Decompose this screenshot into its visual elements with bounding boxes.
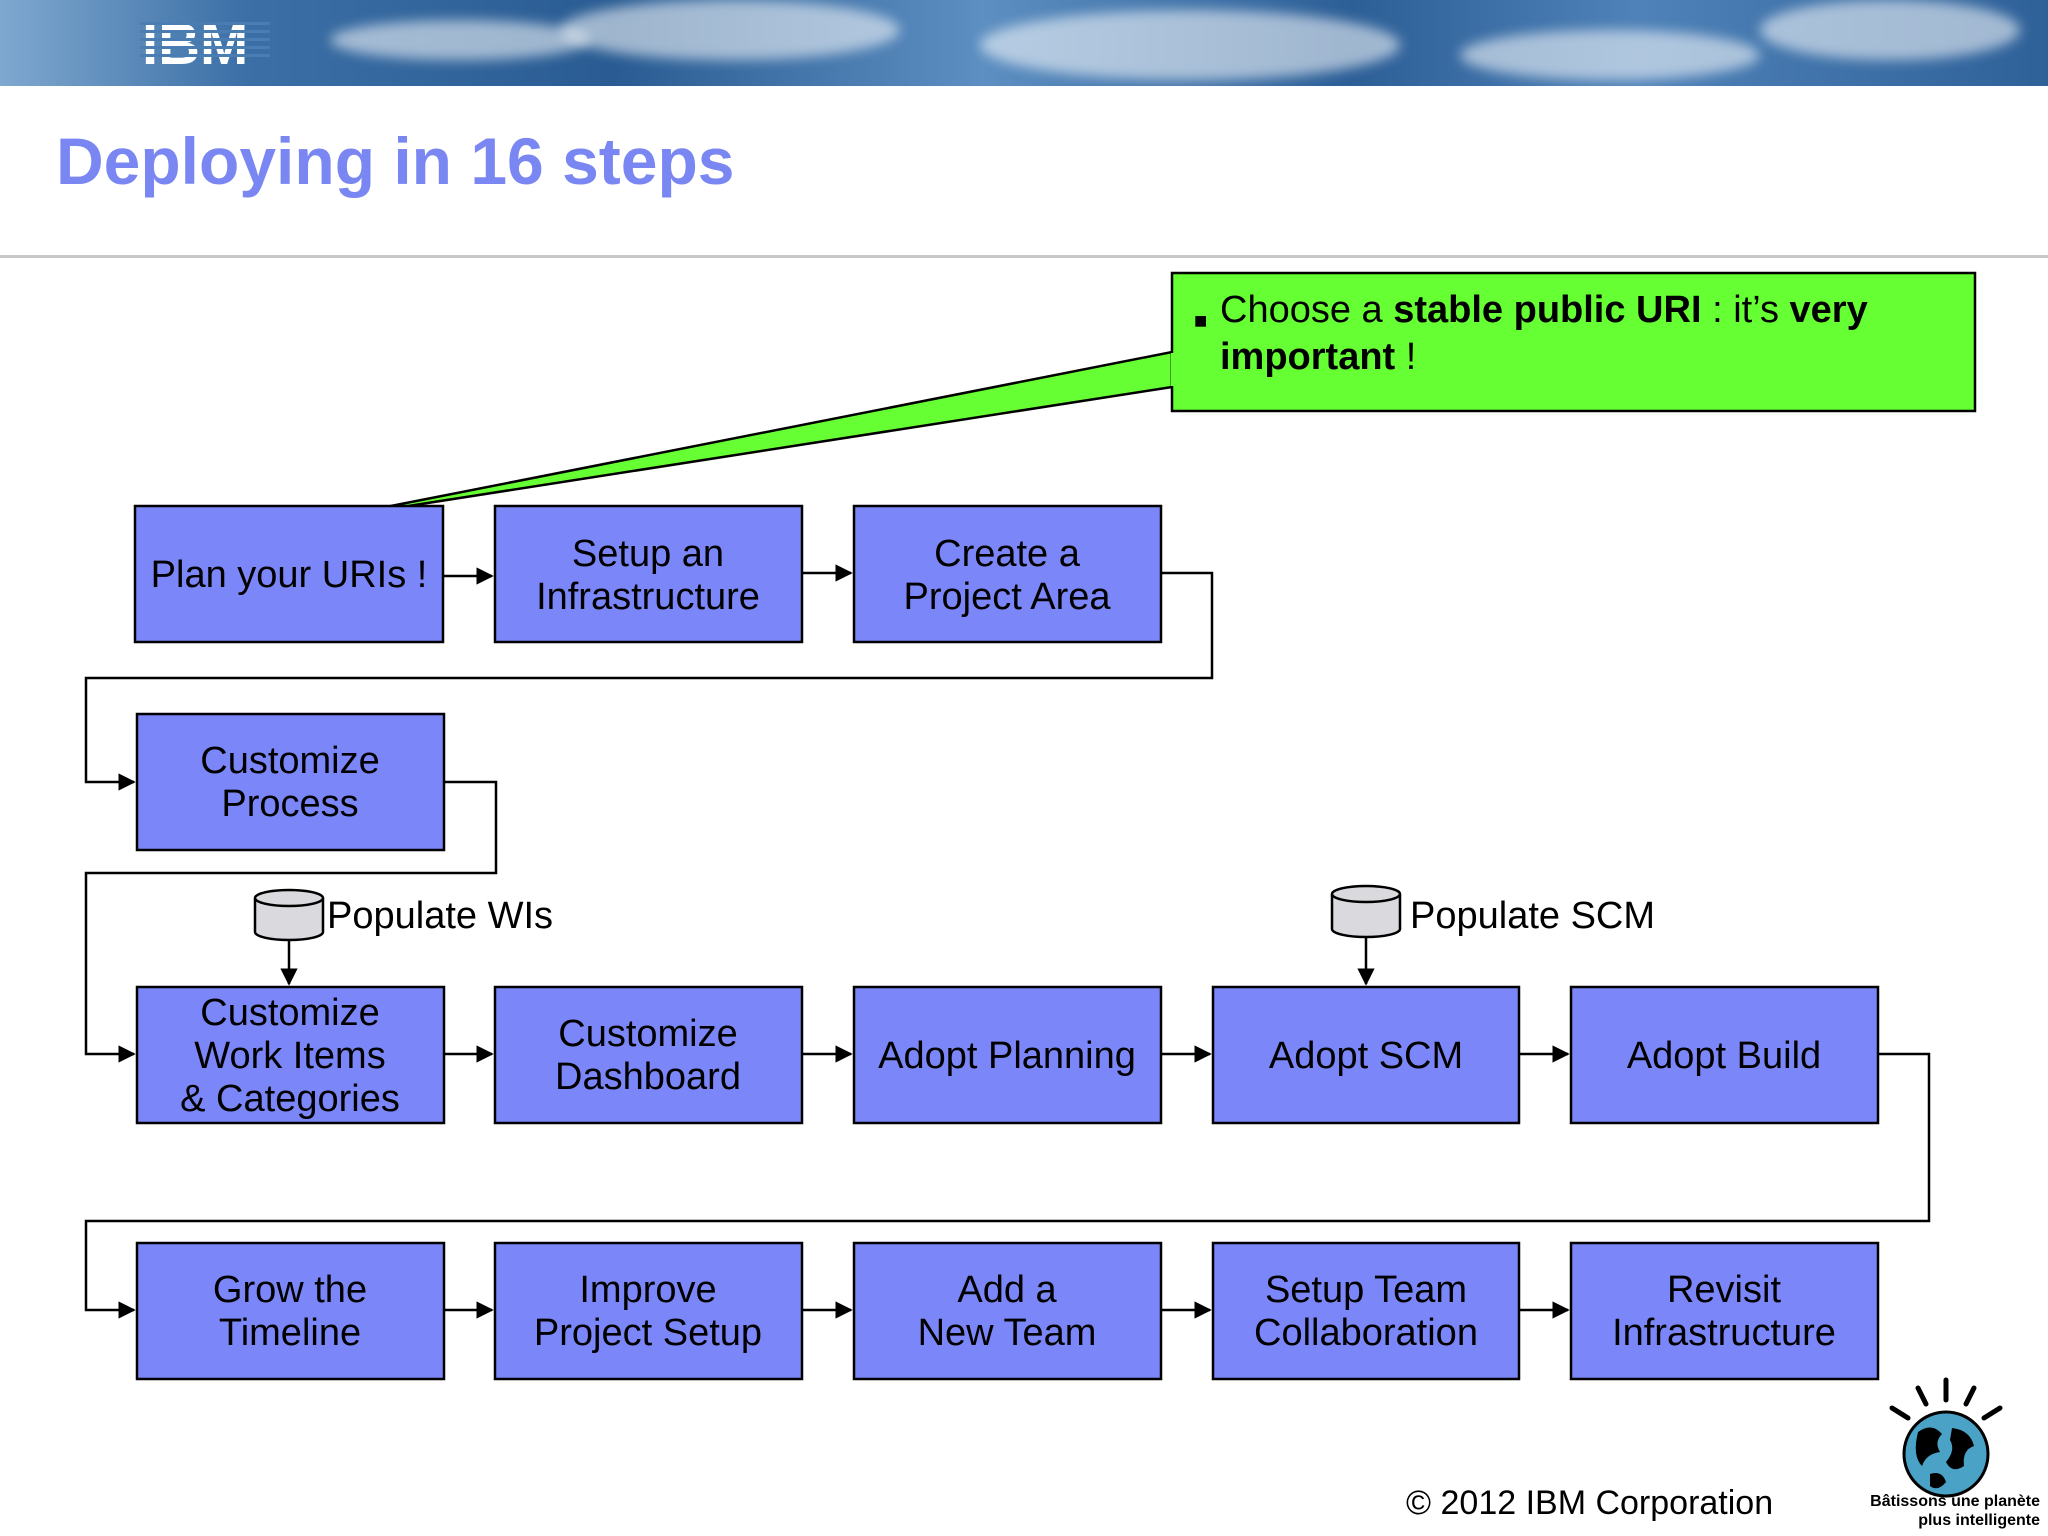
step-box-customize-process [135, 712, 446, 852]
step-label-grow-timeline: Timeline [219, 1312, 361, 1354]
step-box-revisit-infrastructure [1569, 1241, 1880, 1381]
database-icon [253, 888, 325, 942]
connector-arrow [84, 1052, 1931, 1319]
step-label-revisit-infrastructure: Infrastructure [1612, 1312, 1836, 1354]
page-title: Deploying in 16 steps [56, 124, 735, 198]
step-box-adopt-planning [852, 985, 1163, 1125]
tagline: Bâtissons une planète plus intelligente [1870, 1493, 2040, 1529]
step-label-customize-process: Customize [200, 740, 380, 782]
step-label-setup-infrastructure: Setup an [572, 533, 724, 575]
step-box-customize-dashboard [493, 985, 804, 1125]
step-box-grow-timeline [135, 1241, 446, 1381]
step-box-setup-infrastructure [493, 504, 804, 644]
step-label-improve-project-setup: Improve [579, 1269, 716, 1311]
header-banner: IBM [0, 0, 2048, 86]
ibm-logo: IBM [140, 14, 270, 70]
step-label-setup-team-collaboration: Setup Team [1265, 1269, 1467, 1311]
step-label-grow-timeline: Grow the [213, 1269, 367, 1311]
bullet-icon: ■ [1194, 308, 1208, 333]
step-label-adopt-planning: Adopt Planning [878, 1035, 1136, 1077]
step-label-plan-uris: Plan your URIs ! [151, 554, 428, 596]
step-box-add-new-team [852, 1241, 1163, 1381]
connector-arrow [84, 571, 1214, 791]
step-box-customize-work-items [135, 985, 446, 1125]
source-label-populate-wis: Populate WIs [327, 895, 553, 937]
step-label-customize-work-items: & Categories [180, 1078, 400, 1120]
step-label-customize-work-items: Customize [200, 992, 380, 1034]
step-box-adopt-build [1569, 985, 1880, 1125]
step-box-adopt-scm [1211, 985, 1521, 1125]
callout-text: ■ Choose a stable public URI : it’s very… [1194, 289, 1868, 378]
copyright-text: © 2012 IBM Corporation [1406, 1484, 1774, 1522]
step-label-customize-work-items: Work Items [194, 1035, 385, 1077]
step-label-adopt-scm: Adopt SCM [1269, 1035, 1463, 1077]
step-box-create-project-area [852, 504, 1163, 644]
connector-arrow [84, 780, 498, 1063]
step-box-plan-uris [133, 504, 445, 644]
callout-box [1170, 271, 1977, 413]
source-label-populate-scm: Populate SCM [1410, 895, 1655, 937]
step-label-revisit-infrastructure: Revisit [1667, 1269, 1781, 1311]
step-label-setup-team-collaboration: Collaboration [1254, 1312, 1478, 1354]
step-label-customize-process: Process [221, 783, 358, 825]
callout-pointer [324, 350, 1174, 521]
step-label-add-new-team: New Team [918, 1312, 1097, 1354]
step-label-create-project-area: Create a [934, 533, 1081, 575]
step-label-add-new-team: Add a [957, 1269, 1057, 1311]
step-label-customize-dashboard: Dashboard [555, 1056, 741, 1098]
step-label-improve-project-setup: Project Setup [534, 1312, 762, 1354]
title-divider [0, 255, 2048, 258]
step-label-create-project-area: Project Area [904, 576, 1112, 618]
step-label-adopt-build: Adopt Build [1627, 1035, 1821, 1077]
step-label-customize-dashboard: Customize [558, 1013, 738, 1055]
step-box-improve-project-setup [493, 1241, 804, 1381]
smarter-planet-icon [1889, 1377, 2003, 1498]
step-box-setup-team-collaboration [1211, 1241, 1521, 1381]
database-icon [1330, 884, 1402, 939]
step-label-setup-infrastructure: Infrastructure [536, 576, 760, 618]
